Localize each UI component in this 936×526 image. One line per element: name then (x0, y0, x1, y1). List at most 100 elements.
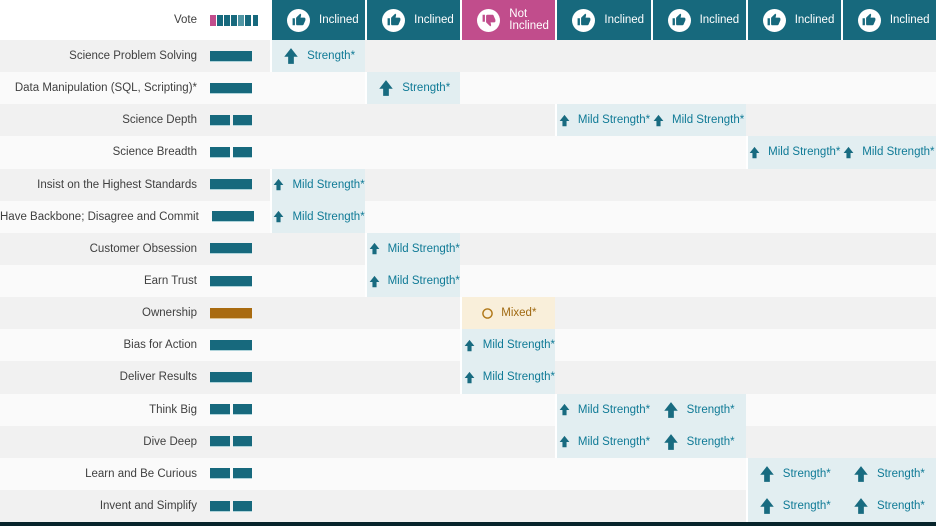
rating-cell-mild[interactable]: Mild Strength* (555, 104, 651, 137)
rating-cell-mild[interactable]: Mild Strength* (460, 361, 556, 394)
matrix-cell (555, 136, 651, 169)
rating-cell-strength[interactable]: Strength* (650, 393, 746, 426)
vote-column-header-2[interactable]: Inclined (365, 0, 461, 40)
competency-label-cell: Learn and Be Curious (0, 457, 270, 490)
vote-column-header-3[interactable]: Not Inclined (460, 0, 556, 40)
competency-vote-bar (210, 275, 252, 287)
rating-cell-strength[interactable]: Strength* (745, 457, 841, 490)
rating-label: Mild Strength* (862, 146, 935, 159)
rating-cell-strength[interactable]: Strength* (650, 425, 746, 458)
competency-vote-bar (210, 179, 252, 191)
matrix-cell: Strength* (840, 489, 936, 523)
competency-label-cell: Invent and Simplify (0, 489, 270, 523)
competency-row: Insist on the Highest Standards Mild Stre… (0, 168, 936, 201)
matrix-cell (365, 425, 461, 458)
matrix-cell (555, 361, 651, 394)
rating-cell-mild[interactable]: Mild Strength* (650, 104, 746, 137)
rating-cell-mild[interactable]: Mild Strength* (365, 232, 461, 265)
rating-cell-mild[interactable]: Mild Strength* (840, 136, 936, 169)
rating-label: Strength* (686, 403, 735, 416)
competency-vote-bar (210, 404, 252, 416)
matrix-cell: Mild Strength* (745, 136, 841, 169)
up-arrow-icon (749, 146, 760, 159)
rating-label: Strength* (876, 500, 925, 513)
vote-header-label: Inclined (319, 14, 359, 26)
matrix-cell (745, 200, 841, 233)
rating-cell-mild[interactable]: Mild Strength* (270, 200, 366, 233)
bar-segment (232, 404, 252, 416)
matrix-cell (555, 200, 651, 233)
vote-column-header-4[interactable]: Inclined (555, 0, 651, 40)
up-arrow-icon (274, 211, 284, 223)
rating-cell-strength[interactable]: Strength* (745, 489, 841, 523)
competency-vote-bar (211, 211, 254, 223)
rating-cell-mixed[interactable]: Mixed* (460, 297, 556, 330)
matrix-cell (745, 72, 841, 105)
rating-label: Mild Strength* (768, 146, 841, 159)
competency-vote-bar-wrap (197, 82, 270, 94)
up-arrow-icon (843, 146, 854, 159)
matrix-cell (365, 104, 461, 137)
matrix-cell: Mild Strength* (270, 200, 366, 233)
competency-label-cell: Bias for Action (0, 329, 270, 362)
competency-vote-bar-wrap (199, 211, 272, 223)
competency-row: Invent and Simplify Strength* Strength* (0, 489, 936, 523)
matrix-cell (555, 489, 651, 523)
rating-label: Mild Strength* (482, 371, 555, 384)
vote-header-label: Inclined (889, 14, 930, 26)
rating-label: Strength* (307, 50, 356, 63)
matrix-cell (745, 361, 841, 394)
bottom-bar (0, 522, 936, 526)
rating-label: Strength* (686, 435, 735, 448)
matrix-cell: Mild Strength* (650, 104, 746, 137)
matrix-cell: Strength* (745, 489, 841, 523)
competency-row: Data Manipulation (SQL, Scripting)*Stren… (0, 72, 936, 105)
competency-vote-bar-wrap (197, 371, 270, 383)
vote-column-header-6[interactable]: Inclined (745, 0, 841, 40)
rating-cell-mild[interactable]: Mild Strength* (460, 329, 556, 362)
competency-row: Bias for Action Mild Strength* (0, 329, 936, 362)
matrix-cell (460, 168, 556, 201)
matrix-cell (555, 168, 651, 201)
up-arrow-icon (369, 243, 379, 255)
vote-header-label: Inclined (794, 14, 835, 26)
rating-label: Strength* (876, 467, 925, 480)
bar-segment (210, 436, 230, 448)
rating-cell-mild[interactable]: Mild Strength* (365, 264, 461, 298)
matrix-cell (460, 457, 556, 490)
thumb-up-icon (287, 8, 310, 32)
matrix-cell (555, 457, 651, 490)
rating-cell-mild[interactable]: Mild Strength* (555, 393, 651, 426)
competency-label: Science Problem Solving (69, 50, 197, 63)
matrix-cell (555, 40, 651, 73)
up-arrow-icon (653, 114, 664, 127)
up-arrow-icon (760, 466, 774, 482)
thumb-icon (862, 13, 876, 26)
competency-label: Insist on the Highest Standards (37, 178, 197, 191)
vote-summary-bar (210, 14, 259, 26)
competency-label-cell: Deliver Results (0, 361, 270, 394)
competency-row: Learn and Be Curious Strength* Strength* (0, 457, 936, 490)
matrix-cell (270, 361, 366, 394)
vote-column-header-5[interactable]: Inclined (650, 0, 746, 40)
rating-cell-mild[interactable]: Mild Strength* (555, 425, 651, 458)
vote-column-header-7[interactable]: Inclined (840, 0, 936, 40)
competency-row: Science Depth Mild Strength*Mild Strength… (0, 104, 936, 137)
competency-vote-bar-wrap (197, 275, 270, 287)
rating-cell-strength[interactable]: Strength* (365, 72, 461, 105)
rating-cell-strength[interactable]: Strength* (270, 40, 366, 73)
rating-cell-mild[interactable]: Mild Strength* (745, 136, 841, 169)
vote-segment-3 (224, 14, 230, 26)
rating-cell-mild[interactable]: Mild Strength* (270, 168, 366, 201)
competency-label: Science Depth (122, 114, 197, 127)
up-arrow-icon (284, 48, 298, 64)
competency-vote-bar-wrap (197, 500, 270, 512)
vote-column-header-1[interactable]: Inclined (270, 0, 366, 40)
rating-cell-strength[interactable]: Strength* (840, 489, 936, 523)
rating-cell-strength[interactable]: Strength* (840, 457, 936, 490)
matrix-cell (650, 168, 746, 201)
